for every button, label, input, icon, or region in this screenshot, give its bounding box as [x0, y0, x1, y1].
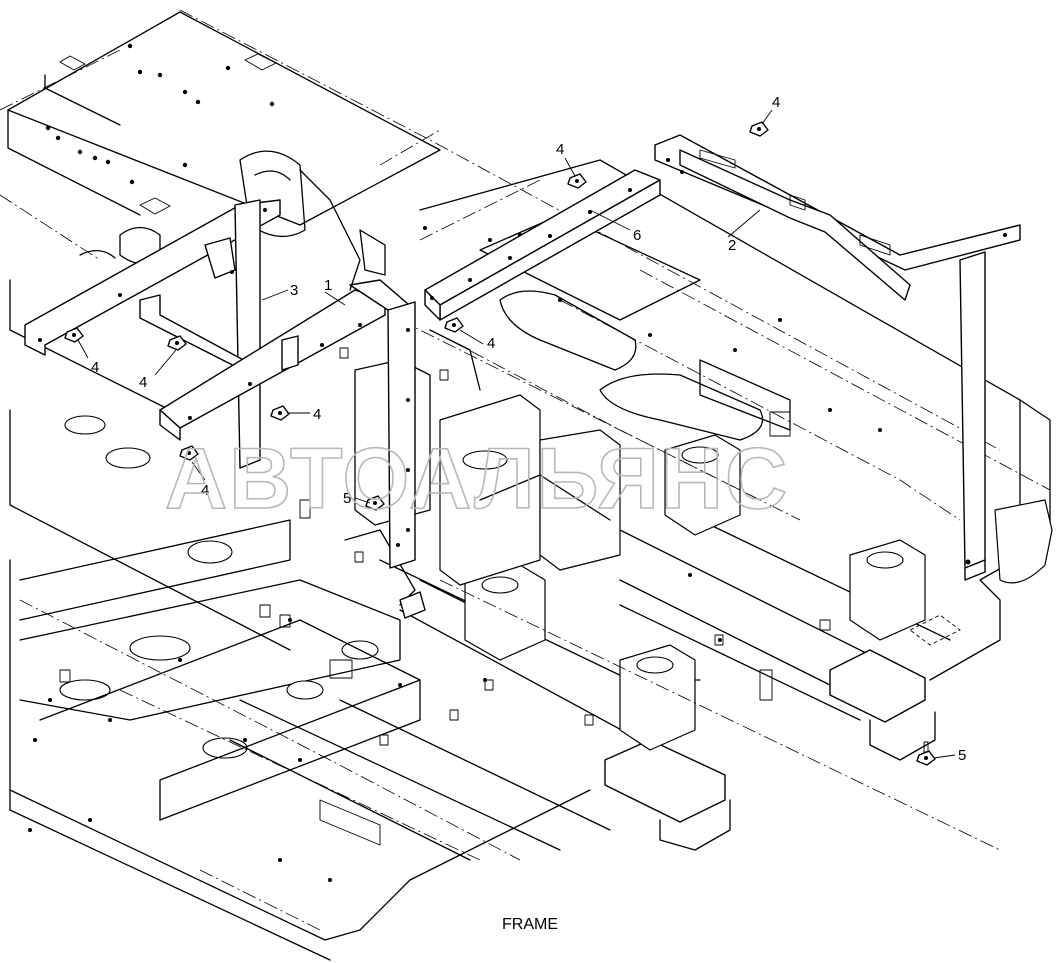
callout-label: 4 — [313, 406, 321, 423]
part-1-post — [159, 279, 426, 619]
callouts: 4 4 6 2 3 1 4 4 4 4 4 5 5 — [91, 94, 966, 764]
bolt-4 — [749, 121, 769, 137]
main-frame — [9, 159, 1053, 961]
callout-label: 3 — [290, 282, 298, 299]
bolt-4 — [270, 405, 290, 421]
callout-label: 4 — [201, 482, 209, 499]
bolt-4 — [167, 335, 187, 351]
callout-label: 4 — [139, 374, 147, 391]
callout-label: 1 — [324, 277, 332, 294]
watermark-text: АВТОАЛЬЯНС — [165, 431, 789, 527]
callout-label: 5 — [343, 490, 351, 507]
centre-lines — [0, 9, 1051, 931]
callout-label: 4 — [487, 335, 495, 352]
callout-label: 4 — [91, 359, 99, 376]
bolt-4 — [179, 445, 199, 461]
bolts — [64, 121, 936, 766]
bolt-4 — [64, 327, 84, 343]
drawing-caption: FRAME — [502, 916, 558, 933]
part-2-bracket — [654, 134, 1021, 581]
upper-deck — [7, 11, 441, 226]
bolt-4 — [444, 317, 464, 333]
callout-label: 5 — [958, 747, 966, 764]
callout-label: 6 — [633, 227, 641, 244]
bolt-4 — [365, 495, 385, 511]
callout-label: 4 — [556, 141, 564, 158]
leader-lines — [77, 109, 956, 759]
bolt-4 — [567, 173, 587, 189]
callout-label: 4 — [772, 94, 780, 111]
part-6-cross-bar — [424, 169, 661, 321]
part-3-bracket — [24, 199, 281, 469]
callout-label: 2 — [728, 237, 736, 254]
bolt-5 — [916, 741, 936, 766]
